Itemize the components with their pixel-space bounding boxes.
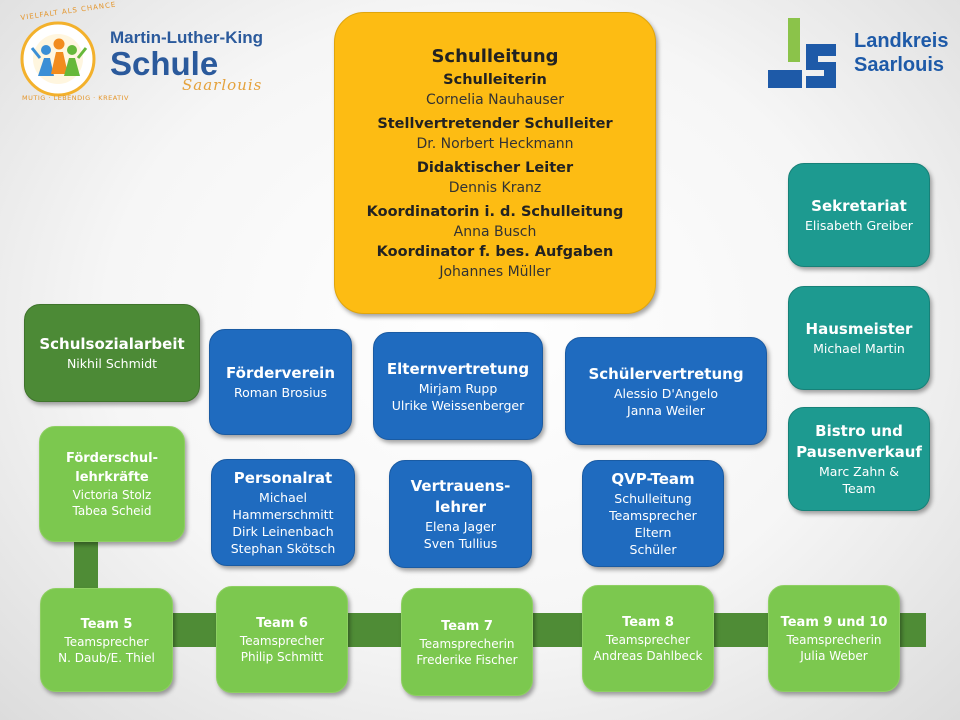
role-title: Schulleiterin xyxy=(443,72,547,88)
team-role: Teamsprecher xyxy=(605,633,691,647)
team-box-9-10: Team 9 und 10 Teamsprecherin Julia Weber xyxy=(768,585,900,692)
schuelervertretung-name: Alessio D'Angelo xyxy=(613,385,719,401)
schuelervertretung-box: Schülervertretung Alessio D'Angelo Janna… xyxy=(565,337,767,445)
role-title: Didaktischer Leiter xyxy=(416,160,574,176)
role-name: Anna Busch xyxy=(453,224,537,240)
role-name: Johannes Müller xyxy=(439,264,551,280)
schulsozialarbeit-box: Schulsozialarbeit Nikhil Schmidt xyxy=(24,304,200,402)
hausmeister-box: Hausmeister Michael Martin xyxy=(788,286,930,390)
qvp-team-member: Teamsprecher xyxy=(609,508,697,523)
ring-text-bottom: MUTIG · LEBENDIG · KREATIV xyxy=(22,94,129,102)
vertrauenslehrer-box: Vertrauens- lehrer Elena Jager Sven Tull… xyxy=(389,460,532,568)
schulsozialarbeit-name: Nikhil Schmidt xyxy=(66,356,158,371)
team-title: Team 7 xyxy=(441,618,493,634)
team-speaker: Philip Schmitt xyxy=(240,650,324,664)
team-title: Team 5 xyxy=(80,616,133,632)
team-role: Teamsprecher xyxy=(64,634,149,649)
team-role: Teamsprecherin xyxy=(419,636,515,651)
hausmeister-title: Hausmeister xyxy=(805,320,913,338)
schulsozialarbeit-title: Schulsozialarbeit xyxy=(39,335,185,353)
team-box-6: Team 6 Teamsprecher Philip Schmitt xyxy=(216,586,348,693)
elternvertretung-box: Elternvertretung Mirjam Rupp Ulrike Weis… xyxy=(373,332,543,440)
vertrauenslehrer-name: Sven Tullius xyxy=(423,536,498,551)
foerderschul-name: Tabea Scheid xyxy=(72,504,152,518)
county-name-line1: Landkreis xyxy=(854,30,949,52)
personalrat-title: Personalrat xyxy=(233,469,333,487)
personalrat-name: Michael xyxy=(259,490,307,505)
bistro-name: Marc Zahn & xyxy=(819,464,899,479)
foerderschul-title: lehrkräfte xyxy=(75,470,149,485)
school-name-line2: Schule xyxy=(110,45,219,82)
bistro-box: Bistro und Pausenverkauf Marc Zahn & Tea… xyxy=(788,407,930,511)
team-box-8: Team 8 Teamsprecher Andreas Dahlbeck xyxy=(582,585,714,692)
school-logo: VIELFALT ALS CHANCE MUTIG · LEBENDIG · K… xyxy=(14,1,274,104)
schulleitung-title: Schulleitung xyxy=(431,46,559,67)
role-name: Dr. Norbert Heckmann xyxy=(416,136,574,152)
county-name-line2: Saarlouis xyxy=(854,54,945,76)
elternvertretung-name: Ulrike Weissenberger xyxy=(391,397,525,413)
personalrat-name: Dirk Leinenbach xyxy=(232,524,334,539)
team-role: Teamsprecher xyxy=(239,634,325,648)
role-title: Koordinator f. bes. Aufgaben xyxy=(376,244,614,260)
role-title: Stellvertretender Schulleiter xyxy=(377,116,613,132)
vertrauenslehrer-title: Vertrauens- xyxy=(410,477,511,495)
school-emblem-icon xyxy=(20,21,96,97)
qvp-team-member: Schüler xyxy=(629,542,677,557)
role-name: Dennis Kranz xyxy=(448,180,542,196)
foerderschul-title: Förderschul- xyxy=(65,451,159,466)
team-speaker: Julia Weber xyxy=(800,649,868,663)
qvp-team-box: QVP-Team Schulleitung Teamsprecher Elter… xyxy=(582,460,724,567)
qvp-team-member: Eltern xyxy=(634,525,672,540)
personalrat-name: Hammerschmitt xyxy=(232,507,334,522)
bistro-title: Pausenverkauf xyxy=(796,443,922,461)
team-title: Team 8 xyxy=(622,615,674,630)
schulleitung-box: Schulleitung Schulleiterin Cornelia Nauh… xyxy=(334,12,656,314)
county-logo: Landkreis Saarlouis xyxy=(766,18,956,90)
foerderverein-box: Förderverein Roman Brosius xyxy=(209,329,352,435)
team-role: Teamsprecherin xyxy=(786,633,882,647)
qvp-team-title: QVP-Team xyxy=(611,470,695,488)
personalrat-name: Stephan Skötsch xyxy=(230,541,336,556)
sekretariat-title: Sekretariat xyxy=(811,197,907,215)
sekretariat-box: Sekretariat Elisabeth Greiber xyxy=(788,163,930,267)
team-speaker: N. Daub/E. Thiel xyxy=(58,650,155,665)
foerderverein-name: Roman Brosius xyxy=(233,385,327,400)
hausmeister-name: Michael Martin xyxy=(813,341,905,356)
sekretariat-name: Elisabeth Greiber xyxy=(805,218,913,233)
team-title: Team 6 xyxy=(256,616,308,631)
school-name-line3: Saarlouis xyxy=(182,76,263,94)
personalrat-box: Personalrat Michael Hammerschmitt Dirk L… xyxy=(211,459,355,566)
foerderschul-connector xyxy=(74,540,98,592)
role-name: Cornelia Nauhauser xyxy=(425,92,565,108)
qvp-team-member: Schulleitung xyxy=(614,491,692,506)
bistro-title: Bistro und xyxy=(815,422,903,440)
foerderschul-box: Förderschul- lehrkräfte Victoria Stolz T… xyxy=(39,426,185,542)
schuelervertretung-name: Janna Weiler xyxy=(627,402,705,418)
team-box-7: Team 7 Teamsprecherin Frederike Fischer xyxy=(401,588,533,696)
foerderschul-name: Victoria Stolz xyxy=(72,488,152,502)
team-speaker: Andreas Dahlbeck xyxy=(593,649,703,663)
bistro-name: Team xyxy=(842,481,876,496)
team-speaker: Frederike Fischer xyxy=(416,652,518,667)
school-name-line1: Martin-Luther-King xyxy=(110,28,263,47)
county-emblem-icon xyxy=(768,18,836,88)
role-title: Koordinatorin i. d. Schulleitung xyxy=(366,204,624,220)
foerderverein-title: Förderverein xyxy=(226,364,335,382)
elternvertretung-title: Elternvertretung xyxy=(386,359,530,378)
team-box-5: Team 5 Teamsprecher N. Daub/E. Thiel xyxy=(40,588,173,692)
schuelervertretung-title: Schülervertretung xyxy=(588,364,744,383)
team-title: Team 9 und 10 xyxy=(780,615,888,630)
elternvertretung-name: Mirjam Rupp xyxy=(418,380,498,396)
vertrauenslehrer-title: lehrer xyxy=(435,498,486,516)
vertrauenslehrer-name: Elena Jager xyxy=(425,519,496,534)
